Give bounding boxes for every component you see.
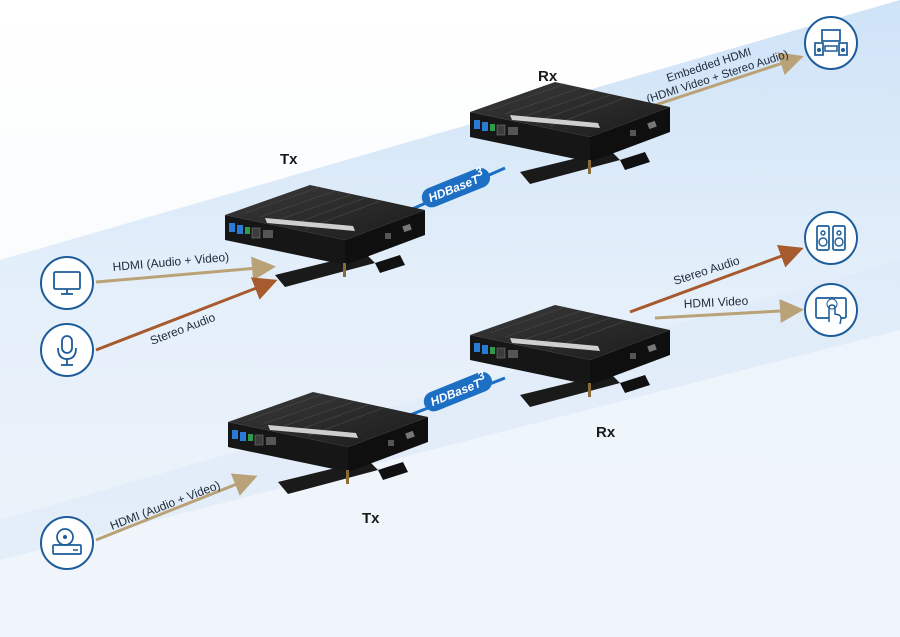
home-theater-icon — [804, 16, 858, 70]
hdbaset-sup: 3 — [473, 164, 485, 180]
rx-title: Rx — [538, 68, 558, 85]
output-video-label: HDMI Video — [683, 294, 748, 311]
hdbaset-sup-bottom: 3 — [475, 368, 487, 384]
audio-input-line — [95, 277, 278, 352]
speakers-icon — [804, 211, 858, 265]
monitor-icon — [40, 256, 94, 310]
tx-title: Tx — [280, 151, 298, 168]
hdmi-input-line — [95, 256, 276, 284]
media-player-icon — [40, 516, 94, 570]
microphone-icon — [40, 323, 94, 377]
rx-title-bottom: Rx — [596, 424, 616, 441]
tx-title-bottom: Tx — [362, 510, 380, 527]
audio-output-line — [629, 244, 804, 314]
touch-display-icon — [804, 283, 858, 337]
video-output-line — [654, 299, 804, 323]
hdmi-input-line-bottom — [95, 473, 258, 542]
